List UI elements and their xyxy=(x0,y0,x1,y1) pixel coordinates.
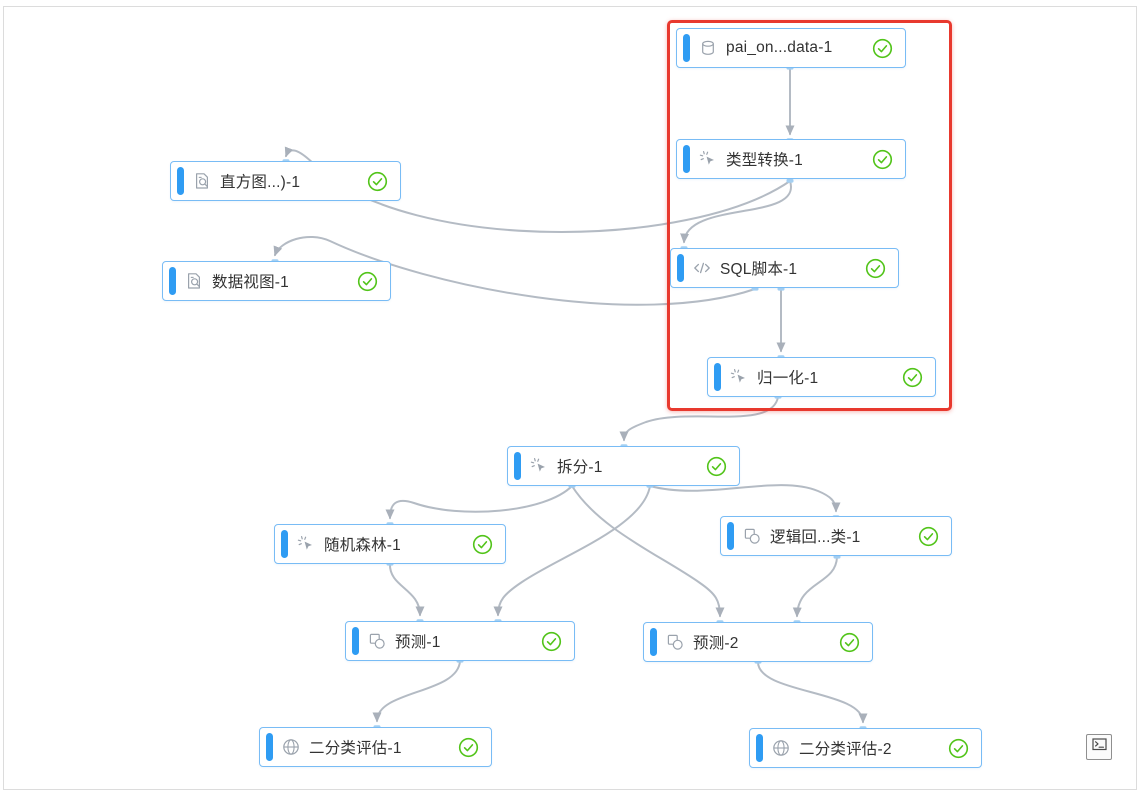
node-label: 归一化-1 xyxy=(757,370,819,387)
edge-split-to-logistic xyxy=(649,484,841,513)
success-status-icon xyxy=(918,526,939,547)
node-logistic[interactable]: 逻辑回...类-1 xyxy=(720,516,952,556)
model-icon xyxy=(368,632,386,650)
node-histogram[interactable]: 直方图...)-1 xyxy=(170,161,401,201)
node-label: 二分类评估-2 xyxy=(799,741,892,758)
node-random_forest[interactable]: 随机森林-1 xyxy=(274,524,506,564)
transform-icon xyxy=(730,368,748,386)
code-icon xyxy=(693,259,711,277)
database-icon xyxy=(699,39,717,57)
success-status-icon xyxy=(902,367,923,388)
edge-random_forest-to-predict_1 xyxy=(388,563,425,617)
success-status-icon xyxy=(458,737,479,758)
node-data_view[interactable]: 数据视图-1 xyxy=(162,261,391,301)
success-status-icon xyxy=(872,149,893,170)
transform-icon xyxy=(297,535,315,553)
node-accent-bar xyxy=(177,167,184,195)
data-view-icon xyxy=(185,272,203,290)
edge-split-to-predict_2 xyxy=(571,485,725,618)
edge-split-to-predict_1 xyxy=(493,485,651,617)
output-port xyxy=(786,179,794,183)
node-label: 拆分-1 xyxy=(557,459,603,476)
node-accent-bar xyxy=(677,254,684,282)
success-status-icon xyxy=(472,534,493,555)
node-type_convert[interactable]: 类型转换-1 xyxy=(676,139,906,179)
node-predict_1[interactable]: 预测-1 xyxy=(345,621,575,661)
node-label: 预测-2 xyxy=(693,635,739,652)
edge-type_convert-to-sql_script xyxy=(680,180,792,244)
node-accent-bar xyxy=(169,267,176,295)
node-split[interactable]: 拆分-1 xyxy=(507,446,740,486)
edge-split-to-random_forest xyxy=(385,485,573,520)
success-status-icon xyxy=(706,456,727,477)
node-label: SQL脚本-1 xyxy=(720,261,798,278)
node-pai_data[interactable]: pai_on...data-1 xyxy=(676,28,906,68)
node-label: 二分类评估-1 xyxy=(309,740,402,757)
node-label: 直方图...)-1 xyxy=(220,174,301,191)
model-icon xyxy=(743,527,761,545)
node-accent-bar xyxy=(514,452,521,480)
node-accent-bar xyxy=(756,734,763,762)
node-accent-bar xyxy=(683,145,690,173)
globe-icon xyxy=(282,738,300,756)
node-accent-bar xyxy=(714,363,721,391)
transform-icon xyxy=(699,150,717,168)
model-icon xyxy=(666,633,684,651)
edge-predict_2-to-eval_2 xyxy=(757,661,868,724)
edge-type_convert-to-histogram xyxy=(284,146,791,233)
terminal-button[interactable] xyxy=(1086,734,1112,760)
node-label: 预测-1 xyxy=(395,634,441,651)
node-accent-bar xyxy=(266,733,273,761)
node-accent-bar xyxy=(650,628,657,656)
node-accent-bar xyxy=(352,627,359,655)
success-status-icon xyxy=(872,38,893,59)
edge-logistic-to-predict_2 xyxy=(792,556,838,618)
node-predict_2[interactable]: 预测-2 xyxy=(643,622,873,662)
node-sql_script[interactable]: SQL脚本-1 xyxy=(670,248,899,288)
success-status-icon xyxy=(541,631,562,652)
node-accent-bar xyxy=(683,34,690,62)
node-label: pai_on...data-1 xyxy=(726,39,833,56)
transform-icon xyxy=(530,457,548,475)
success-status-icon xyxy=(948,738,969,759)
terminal-icon xyxy=(1091,738,1107,756)
node-label: 逻辑回...类-1 xyxy=(770,529,861,546)
node-accent-bar xyxy=(281,530,288,558)
node-label: 类型转换-1 xyxy=(726,152,803,169)
node-normalize[interactable]: 归一化-1 xyxy=(707,357,936,397)
node-label: 随机森林-1 xyxy=(324,537,401,554)
node-eval_1[interactable]: 二分类评估-1 xyxy=(259,727,492,767)
data-view-icon xyxy=(193,172,211,190)
edge-predict_1-to-eval_1 xyxy=(372,660,461,723)
globe-icon xyxy=(772,739,790,757)
node-label: 数据视图-1 xyxy=(212,274,289,291)
node-eval_2[interactable]: 二分类评估-2 xyxy=(749,728,982,768)
success-status-icon xyxy=(839,632,860,653)
success-status-icon xyxy=(865,258,886,279)
node-accent-bar xyxy=(727,522,734,550)
success-status-icon xyxy=(357,271,378,292)
success-status-icon xyxy=(367,171,388,192)
edge-normalize-to-split xyxy=(619,396,779,442)
